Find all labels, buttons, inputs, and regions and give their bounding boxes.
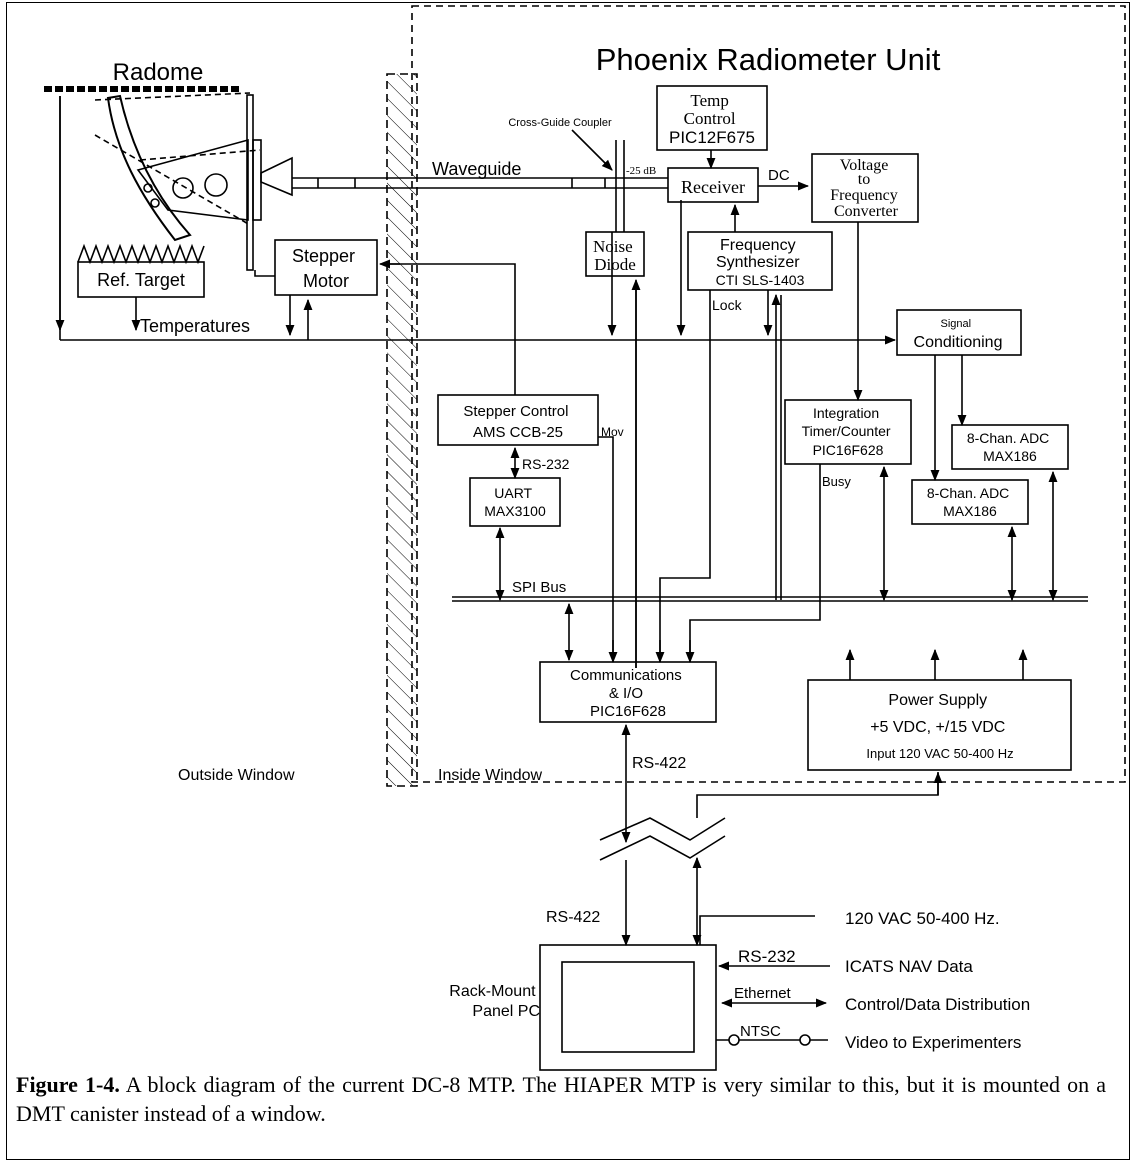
coupler-label: Cross-Guide Coupler	[508, 117, 612, 129]
stepper-control-label: Stepper Control AMS CCB-25	[463, 403, 572, 441]
control-data-label: Control/Data Distribution	[845, 995, 1030, 1014]
comms-box	[539, 661, 717, 723]
ref-target	[77, 243, 205, 298]
signal-conditioning-label: Signal Conditioning	[914, 314, 1003, 351]
waveguide-line	[292, 177, 668, 189]
panel-pc-label: Rack-Mount Panel PC	[449, 983, 540, 1020]
v2f-label: Voltage to Frequency Converter	[830, 157, 902, 220]
ethernet-label: Ethernet	[734, 985, 792, 1002]
freq-synth-label: Frequency Synthesizer CTI SLS-1403	[716, 237, 805, 288]
lock-label: Lock	[712, 297, 743, 313]
temperatures-label: Temperatures	[140, 316, 250, 336]
stepper-control-box	[437, 394, 599, 446]
uart-box	[469, 477, 561, 527]
panel-pc-box	[539, 944, 717, 1071]
uart-label: UART MAX3100	[484, 485, 546, 519]
caption-text: A block diagram of the current DC-8 MTP.…	[16, 1072, 1106, 1126]
rs422-bottom-label: RS-422	[546, 909, 600, 926]
window-hatch	[386, 73, 418, 787]
icats-label: ICATS NAV Data	[845, 957, 973, 976]
adc-2-label: 8-Chan. ADC MAX186	[967, 430, 1053, 464]
power-supply-label: Power Supply +5 VDC, +/15 VDC Input 120 …	[866, 692, 1013, 761]
adc-2-box	[951, 424, 1069, 470]
scan-mirror	[94, 92, 293, 277]
adc-1-label: 8-Chan. ADC MAX186	[927, 485, 1013, 519]
rs422-top-label: RS-422	[632, 755, 686, 772]
noise-diode-label: Noise Diode	[593, 237, 637, 274]
integration-label: Integration Timer/Counter PIC16F628	[802, 405, 895, 458]
adc-1-box	[911, 479, 1029, 525]
power-in-label: 120 VAC 50-400 Hz.	[845, 909, 1000, 928]
dc-label: DC	[768, 167, 790, 184]
stepper-motor-label: Stepper Motor	[292, 246, 360, 291]
cross-guide-coupler	[571, 129, 625, 232]
ntsc-label: NTSC	[740, 1023, 781, 1040]
freq-synth-box	[687, 231, 833, 291]
rs232-external-label: RS-232	[738, 947, 796, 966]
figure-caption: Figure 1-4. A block diagram of the curre…	[16, 1070, 1106, 1128]
temp-control-box	[656, 85, 768, 151]
power-supply-box	[807, 679, 1072, 771]
video-label: Video to Experimenters	[845, 1033, 1021, 1052]
noise-diode-box	[585, 231, 645, 277]
spi-bus-label: SPI Bus	[512, 579, 566, 596]
db-label: -25 dB	[626, 165, 656, 177]
integration-box	[784, 399, 912, 465]
receiver-box	[667, 167, 759, 203]
inside-window-label: Inside Window	[438, 767, 542, 784]
cable-break	[599, 817, 726, 841]
mov-label: Mov	[601, 425, 624, 439]
stepper-motor-box	[274, 239, 378, 296]
rs232-internal-label: RS-232	[522, 456, 570, 472]
radome-label: Radome	[113, 59, 204, 86]
figure-frame	[6, 2, 1130, 1160]
caption-label: Figure 1-4.	[16, 1072, 120, 1097]
signal-conditioning-box	[896, 309, 1022, 356]
unit-title: Phoenix Radiometer Unit	[596, 42, 941, 77]
v2f-box	[811, 153, 919, 223]
temp-control-label: Temp Control PIC12F675	[669, 91, 755, 147]
ref-target-label: Ref. Target	[97, 270, 185, 290]
outside-window-label: Outside Window	[178, 767, 295, 784]
busy-label: Busy	[822, 474, 851, 489]
comms-label: Communications & I/O PIC16F628	[570, 667, 686, 720]
receiver-label: Receiver	[681, 177, 745, 197]
waveguide-label: Waveguide	[432, 159, 521, 179]
